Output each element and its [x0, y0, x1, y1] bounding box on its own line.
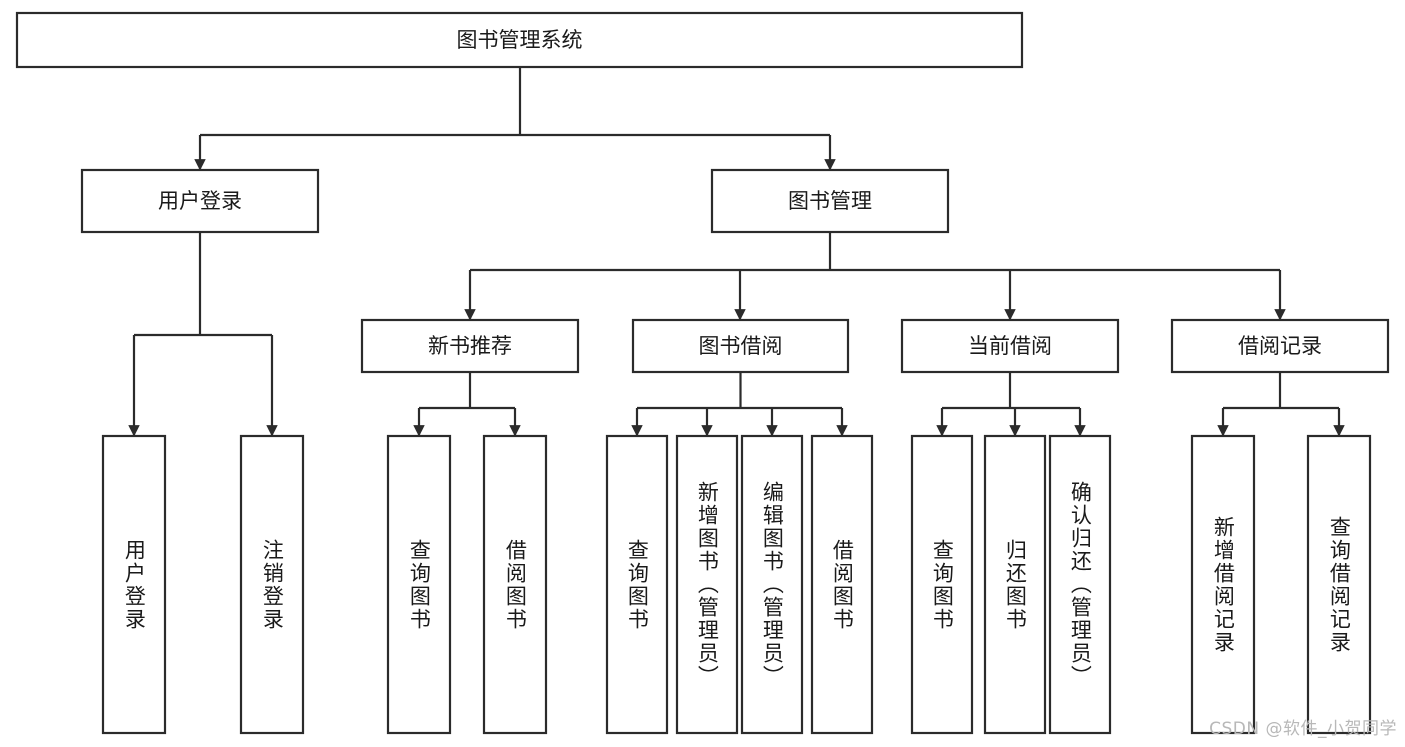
node-boxes [15, 11, 1390, 735]
node-box-query-book-1[interactable] [386, 434, 452, 735]
node-box-current-borrow[interactable] [900, 318, 1120, 374]
node-label-current-borrow: 当前借阅 [968, 334, 1052, 358]
node-box-add-book-admin[interactable] [675, 434, 739, 735]
node-box-edit-book-admin[interactable] [740, 434, 804, 735]
watermark-text: CSDN @软件_小贺同学 [1209, 719, 1397, 739]
node-box-borrow-record[interactable] [1170, 318, 1390, 374]
node-box-root[interactable] [15, 11, 1024, 69]
node-box-user-login-do[interactable] [101, 434, 167, 735]
node-label-new-book-recommend: 新书推荐 [428, 334, 512, 358]
node-box-book-borrow[interactable] [631, 318, 850, 374]
node-box-user-login[interactable] [80, 168, 320, 234]
node-label-root: 图书管理系统 [457, 28, 583, 52]
node-label-user-login: 用户登录 [158, 189, 242, 213]
node-box-user-logout[interactable] [239, 434, 305, 735]
connector-lines [128, 67, 1345, 437]
node-box-query-borrow-record[interactable] [1306, 434, 1372, 735]
node-box-add-borrow-record[interactable] [1190, 434, 1256, 735]
node-label-borrow-record: 借阅记录 [1238, 334, 1322, 358]
node-box-return-book[interactable] [983, 434, 1047, 735]
node-box-borrow-book-1[interactable] [482, 434, 548, 735]
node-label-book-borrow: 图书借阅 [699, 334, 783, 358]
node-box-book-manage[interactable] [710, 168, 950, 234]
node-box-new-book-recommend[interactable] [360, 318, 580, 374]
node-box-borrow-book-2[interactable] [810, 434, 874, 735]
node-box-confirm-return-admin[interactable] [1048, 434, 1112, 735]
node-box-query-book-3[interactable] [910, 434, 974, 735]
node-box-query-book-2[interactable] [605, 434, 669, 735]
node-label-book-manage: 图书管理 [788, 189, 872, 213]
